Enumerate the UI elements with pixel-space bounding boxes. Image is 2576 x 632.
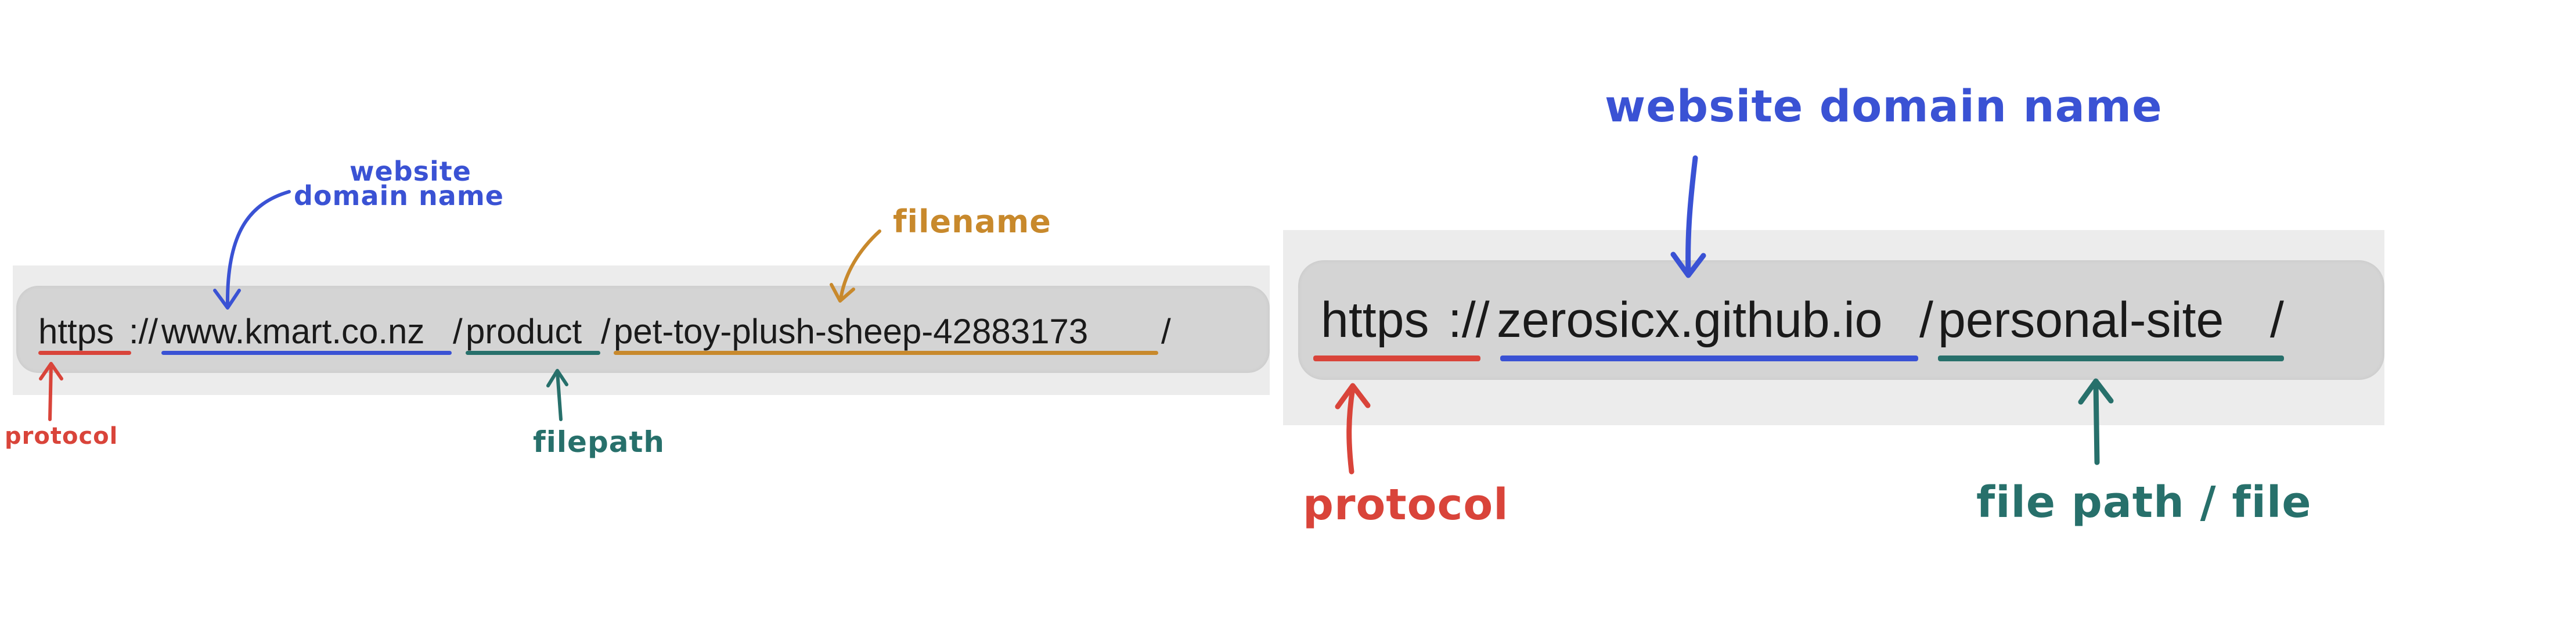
right-url-separator: / xyxy=(1919,292,1933,348)
left-filepath-label: filepath xyxy=(533,425,665,459)
left-url-separator: / xyxy=(601,312,611,351)
left-domain-label-line2: domain name xyxy=(294,180,504,211)
left-url-filepath: product xyxy=(466,312,582,351)
left-url-domain: www.kmart.co.nz xyxy=(161,312,425,351)
right-url-protocol: https xyxy=(1321,292,1429,348)
left-domain-underline xyxy=(161,351,452,355)
left-url-separator: / xyxy=(453,312,463,351)
right-protocol-label: protocol xyxy=(1303,480,1509,530)
right-url-domain: zerosicx.github.io xyxy=(1497,292,1883,348)
left-protocol-label: protocol xyxy=(5,423,118,450)
left-filename-underline xyxy=(614,351,1158,355)
right-domain-underline xyxy=(1500,356,1918,361)
left-filename-label: filename xyxy=(893,203,1051,240)
left-url-protocol: https xyxy=(38,312,114,351)
right-domain-label: website domain name xyxy=(1605,80,2163,132)
left-url-separator: / xyxy=(1161,312,1171,351)
right-url-separator: :// xyxy=(1448,292,1490,348)
left-url-filename: pet-toy-plush-sheep-42883173 xyxy=(614,312,1089,351)
right-url-separator: / xyxy=(2270,292,2284,348)
right-filepath-label: file path / file xyxy=(1976,477,2312,527)
left-filepath-underline xyxy=(466,351,600,355)
left-url-separator: :// xyxy=(129,312,158,351)
left-protocol-underline xyxy=(38,351,131,355)
right-protocol-underline xyxy=(1313,356,1480,361)
left-domain-label-line1: website xyxy=(350,156,471,187)
right-filepath-underline xyxy=(1938,356,2284,361)
right-url-filepath: personal-site xyxy=(1938,292,2224,348)
